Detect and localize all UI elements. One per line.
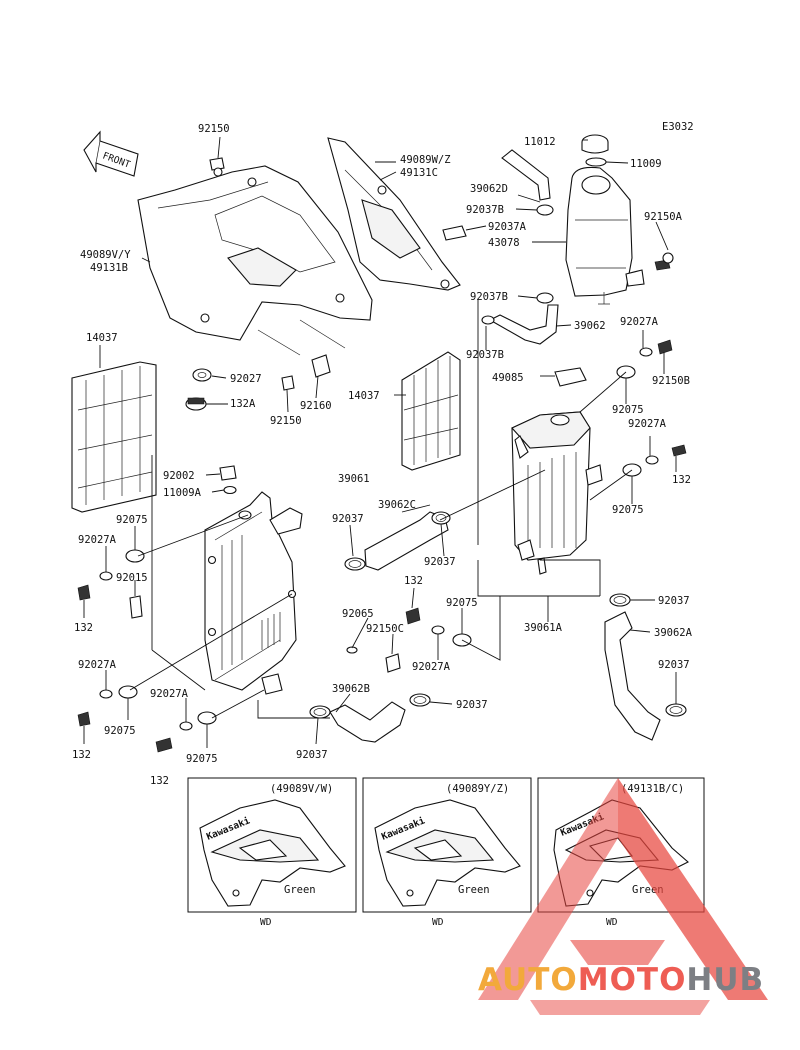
right-shroud (327, 137, 461, 291)
collar-92160 (311, 354, 331, 378)
bracket-49085 (554, 367, 587, 387)
label-92065: 92065 (342, 608, 374, 620)
bolt-92150-top (209, 157, 225, 177)
label-92037B-a: 92037B (466, 204, 504, 216)
radiator-guard-center (401, 351, 461, 471)
label-132A: 132A (230, 398, 256, 410)
label-92002: 92002 (163, 470, 195, 482)
variant-code: (49089V/W) (270, 783, 333, 795)
label-92037B-b: 92037B (470, 291, 508, 303)
label-11009: 11009 (630, 158, 662, 170)
variant-color: Green (458, 884, 490, 896)
reservoir-tank (565, 166, 645, 305)
label-49131B: 49131B (90, 262, 128, 274)
label-14037-center: 14037 (348, 390, 380, 402)
label-132-c: 132 (404, 575, 423, 587)
label-92150B: 92150B (652, 375, 690, 387)
label-132-l1: 132 (74, 622, 93, 634)
variant-box-3: (49131B/C) Kawasaki Green WD (537, 777, 705, 928)
label-39061A: 39061A (524, 622, 563, 634)
label-92037-l: 92037 (332, 513, 364, 525)
label-132-bottom: 132 (150, 775, 169, 787)
label-92027A-l3: 92027A (150, 688, 189, 700)
label-14037-left: 14037 (86, 332, 118, 344)
bolt-132A (185, 397, 207, 411)
label-43078: 43078 (488, 237, 520, 249)
variant-box-2: (49089Y/Z) Kawasaki Green WD (362, 777, 532, 928)
label-39062A: 39062A (654, 627, 693, 639)
variant-color: Green (284, 884, 316, 896)
variant-region: WD (606, 917, 618, 928)
label-39062: 39062 (574, 320, 606, 332)
label-92037B-c: 92037B (466, 349, 504, 361)
label-92075-l3: 92075 (186, 753, 218, 765)
label-92037-b1: 92037 (456, 699, 488, 711)
label-49089WZ: 49089W/Z (400, 154, 451, 166)
variant-box-1: (49089V/W) Kawasaki Green WD (187, 777, 357, 928)
left-shroud (137, 165, 373, 356)
label-92150C: 92150C (366, 623, 404, 635)
label-92037-b2: 92037 (296, 749, 328, 761)
label-92075-c: 92075 (446, 597, 478, 609)
label-92150A: 92150A (644, 211, 683, 223)
radiator-guard-left (71, 361, 157, 513)
label-92027A-l2: 92027A (78, 659, 117, 671)
label-92015: 92015 (116, 572, 148, 584)
reservoir-cap (581, 134, 609, 167)
grommet-92027 (192, 368, 212, 382)
left-radiator (204, 491, 303, 695)
variant-color: Green (632, 884, 664, 896)
bolt-92150-mid (281, 375, 295, 391)
right-radiator (511, 411, 603, 575)
label-92075-l1: 92075 (116, 514, 148, 526)
label-39062D: 39062D (470, 183, 508, 195)
hose-39062B (329, 701, 406, 743)
label-11012: 11012 (524, 136, 556, 148)
label-92075-r1: 92075 (612, 404, 644, 416)
watermark-wordmark: AUTOMOTOHUB (478, 962, 765, 998)
variant-code: (49089Y/Z) (446, 783, 509, 795)
label-49089VY: 49089V/Y (80, 249, 131, 261)
label-92150-top: 92150 (198, 123, 230, 135)
label-92150-mid: 92150 (270, 415, 302, 427)
hose-39062C (364, 511, 449, 571)
label-92037-c: 92037 (424, 556, 456, 568)
label-92075-r2: 92075 (612, 504, 644, 516)
label-92027A-r2: 92027A (628, 418, 667, 430)
variant-code: (49131B/C) (621, 783, 684, 795)
label-49131C: 49131C (400, 167, 438, 179)
label-92160: 92160 (300, 400, 332, 412)
label-92027-mid: 92027 (230, 373, 262, 385)
radiator-cap-92002 (219, 465, 237, 495)
label-132-r: 132 (672, 474, 691, 486)
label-92037-r2: 92037 (658, 659, 690, 671)
hose-39062A (604, 611, 661, 741)
label-132-l2: 132 (72, 749, 91, 761)
label-92037-r1: 92037 (658, 595, 690, 607)
label-92075-l2: 92075 (104, 725, 136, 737)
front-arrow-icon: FRONT (83, 130, 139, 177)
variant-region: WD (432, 917, 444, 928)
label-92027A-r1: 92027A (620, 316, 659, 328)
diagram-code: E3032 (662, 121, 694, 133)
label-92027A-l1: 92027A (78, 534, 117, 546)
label-11009A: 11009A (163, 487, 202, 499)
label-49085: 49085 (492, 372, 524, 384)
variant-region: WD (260, 917, 272, 928)
overflow-hose (488, 149, 559, 345)
label-92027A-c: 92027A (412, 661, 451, 673)
label-39062C: 39062C (378, 499, 416, 511)
label-92037A-top: 92037A (488, 221, 527, 233)
label-39062B: 39062B (332, 683, 370, 695)
small-clamps-top (442, 204, 674, 325)
label-39061: 39061 (338, 473, 370, 485)
leader-lines (83, 136, 677, 748)
